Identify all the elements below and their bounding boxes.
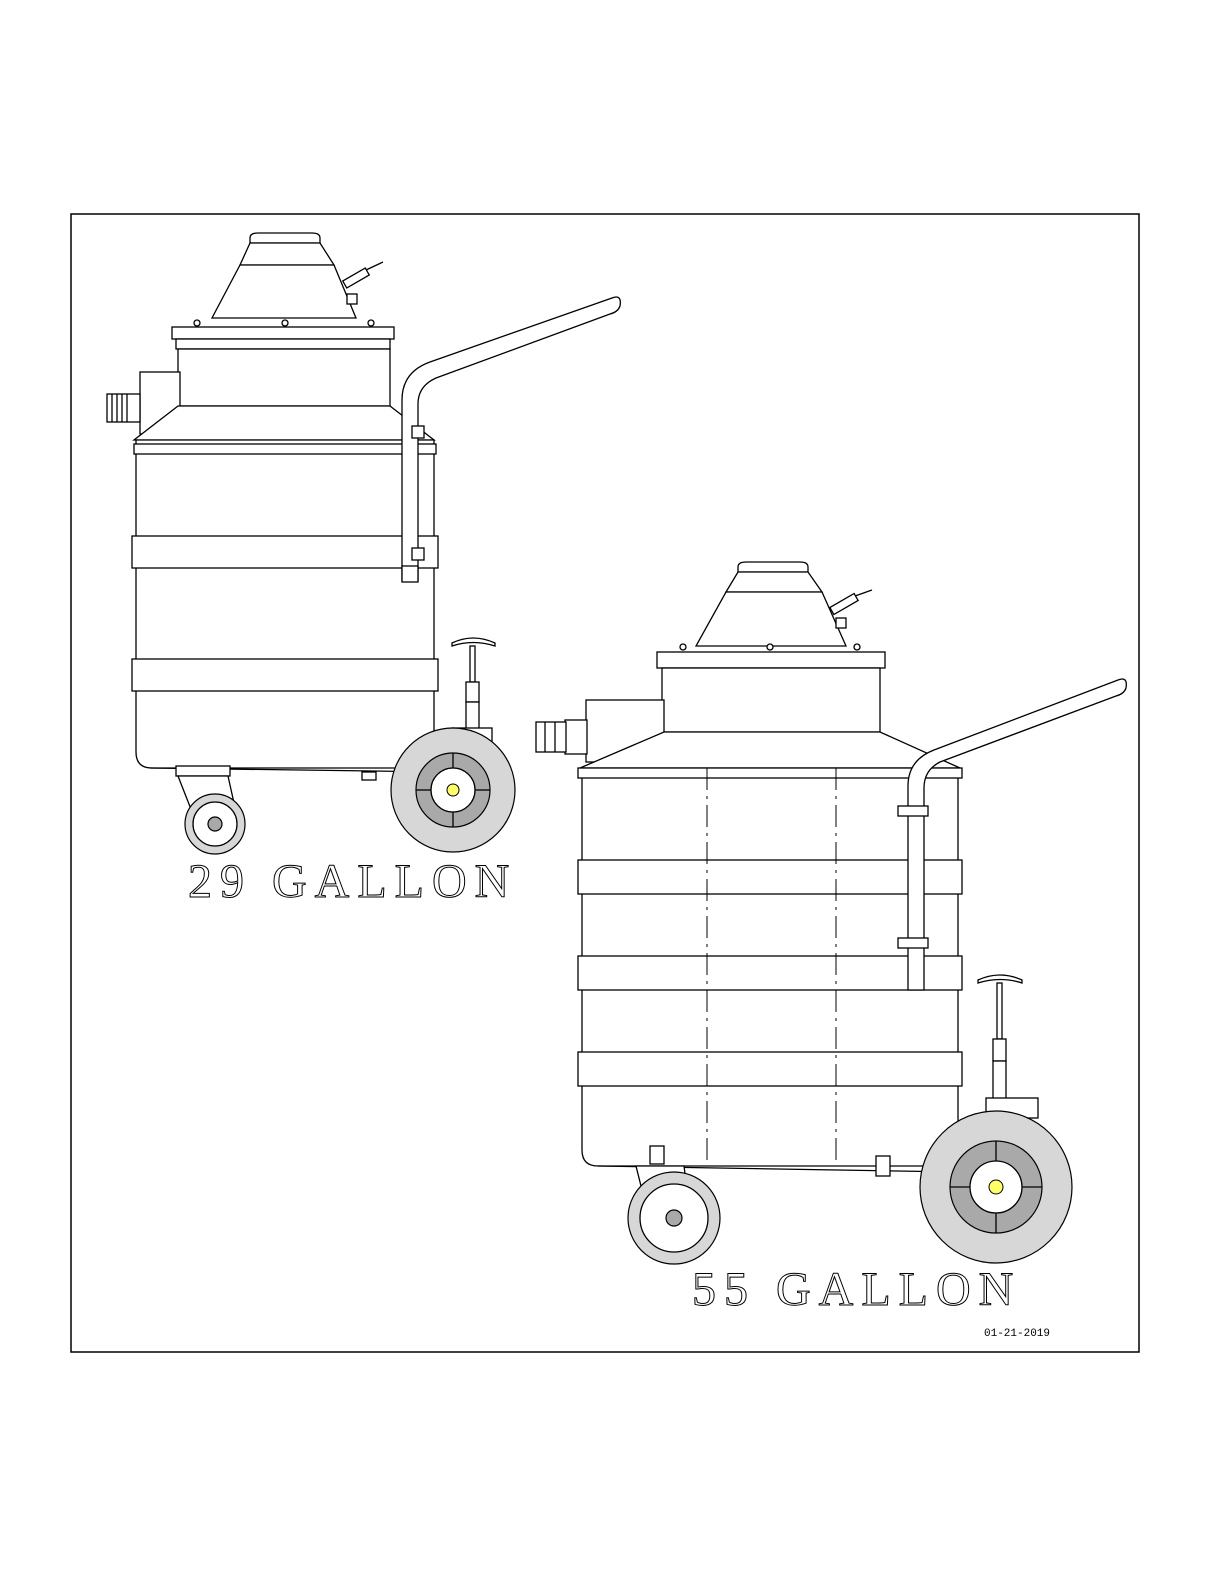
caster-wheel [178, 776, 245, 854]
label-29-gallon: 29 GALLON [188, 855, 517, 908]
tank-rib-top [134, 444, 436, 454]
tank-shoulder [134, 406, 434, 440]
vacuum-29-gallon: 29 GALLON [107, 233, 620, 908]
tank-band-2-55 [578, 956, 962, 990]
head-handle-55 [738, 562, 808, 572]
tank-band-1-55 [578, 860, 962, 894]
hose-inlet-55 [536, 722, 566, 752]
tank-band-1 [132, 536, 438, 568]
head-handle [250, 233, 320, 243]
tank-rib-top-55 [578, 768, 962, 778]
caster-mount [176, 766, 230, 776]
motor-cover [212, 265, 356, 318]
cord-connector [343, 262, 383, 304]
tank [136, 440, 434, 768]
upper-body [178, 349, 390, 406]
rear-wheel-55 [920, 1111, 1072, 1263]
tank-band-3-55 [578, 1052, 962, 1086]
motor-cover-55 [696, 592, 846, 646]
upper-body-55 [662, 668, 880, 732]
head-cap [240, 243, 334, 265]
drawing-date: 01-21-2019 [984, 1328, 1050, 1340]
lid-flange-55 [657, 652, 885, 668]
brake-lever-55 [978, 975, 1038, 1118]
label-55-gallon: 55 GALLON [692, 1263, 1021, 1316]
lid-flange [172, 327, 394, 339]
vacuum-55-gallon: 55 GALLON [536, 562, 1126, 1316]
lid-band [176, 339, 390, 349]
cord-connector-55 [830, 590, 872, 628]
head-cap-55 [726, 572, 822, 592]
tank-band-2 [132, 659, 438, 691]
caster-wheel-55 [628, 1166, 720, 1264]
rear-wheel [391, 728, 515, 852]
